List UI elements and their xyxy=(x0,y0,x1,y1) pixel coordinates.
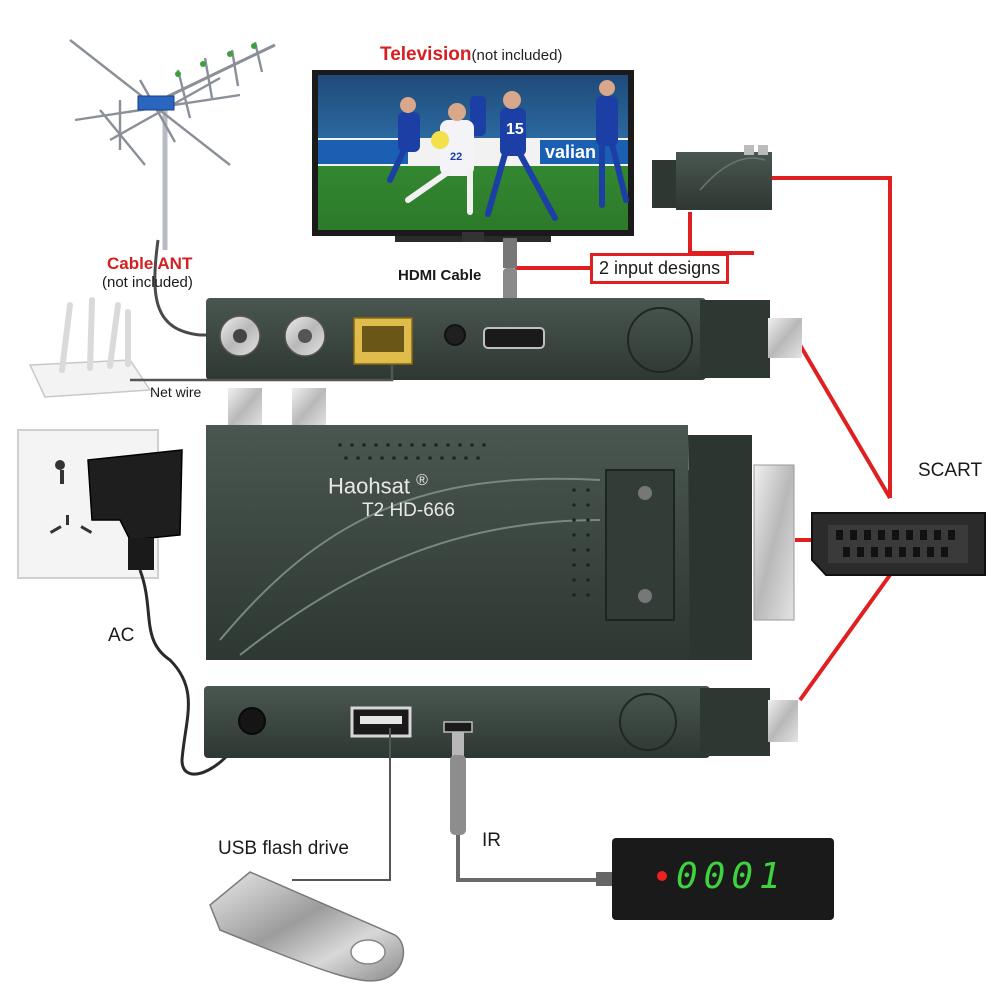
scart-label: SCART xyxy=(918,460,983,481)
hdmi-cable-label: HDMI Cable xyxy=(398,267,482,284)
usb-flash-drive xyxy=(209,871,405,982)
main-unit xyxy=(206,388,795,660)
television xyxy=(306,30,640,245)
ir-led-readout: 0001 xyxy=(676,856,787,897)
ac-cable xyxy=(138,569,252,776)
net-wire xyxy=(130,364,394,382)
scart-line-adapter xyxy=(770,176,892,498)
antenna-cable xyxy=(153,239,238,337)
usb-flash-drive-label: USB flash drive xyxy=(218,838,349,859)
cable-ant-label: Cable ANT xyxy=(107,254,193,273)
television-title: Television xyxy=(380,44,472,65)
scart-connector xyxy=(811,512,986,576)
ac-adapter xyxy=(87,449,183,570)
tv-player-number-b: 22 xyxy=(450,151,462,163)
brand-name: Haohsat xyxy=(328,473,410,499)
ir-cable xyxy=(450,732,616,886)
television-note: (not included) xyxy=(471,47,563,64)
cable-ant-note: (not included) xyxy=(102,274,193,291)
device-model: T2 HD-666 xyxy=(362,500,455,521)
scart-adapter xyxy=(652,145,772,210)
router xyxy=(28,297,152,398)
device-brand: Haohsat ® xyxy=(328,472,428,499)
scart-line-top-unit xyxy=(798,343,892,500)
input-designs-label: 2 input designs xyxy=(590,253,730,284)
net-wire-label: Net wire xyxy=(150,384,202,400)
ac-label: AC xyxy=(108,625,135,646)
vent-holes xyxy=(338,443,590,597)
top-unit-back-panel xyxy=(206,298,802,380)
tv-banner-left: sind ein xyxy=(322,142,390,162)
registered-mark: ® xyxy=(416,472,428,489)
scart-line-bottom-unit xyxy=(798,573,892,702)
television-label: Television(not included) xyxy=(380,44,562,66)
tv-player-number-a: 15 xyxy=(506,121,524,138)
usb-leader-line xyxy=(292,728,391,881)
input-designs-line-top xyxy=(688,212,754,255)
tv-banner-right: valian xyxy=(545,142,596,162)
ir-module xyxy=(612,838,834,920)
antenna xyxy=(69,39,276,250)
bottom-unit xyxy=(204,686,798,758)
ir-label: IR xyxy=(482,830,501,851)
